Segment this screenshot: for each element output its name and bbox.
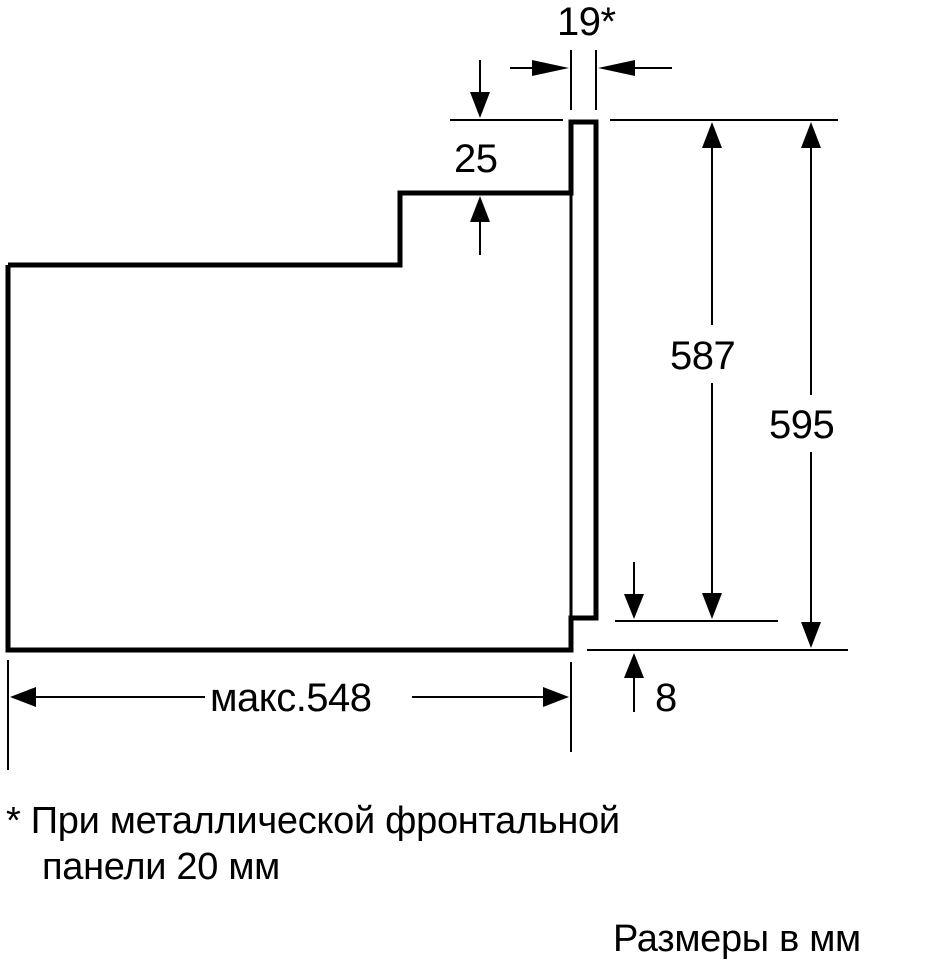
label-bottom-offset: 8	[655, 676, 677, 720]
label-top-step: 25	[454, 137, 498, 181]
label-front-panel-thickness: 19*	[557, 0, 616, 44]
dimension-top-step	[450, 60, 563, 255]
label-height-inner: 587	[670, 334, 736, 378]
label-height-total: 595	[769, 403, 835, 447]
label-depth: макс.548	[210, 676, 372, 720]
footnote-line-1: * При металлической фронтальной	[6, 800, 620, 842]
dimension-bottom-offset	[624, 562, 644, 712]
oven-body-outline	[5, 119, 599, 653]
dimension-height-total	[587, 122, 848, 651]
dimension-depth	[7, 660, 572, 770]
dimension-height-inner	[615, 122, 778, 622]
footnote-line-2: панели 20 мм	[42, 846, 281, 888]
units-note: Размеры в мм	[613, 918, 861, 960]
dimension-front-panel	[510, 50, 672, 110]
